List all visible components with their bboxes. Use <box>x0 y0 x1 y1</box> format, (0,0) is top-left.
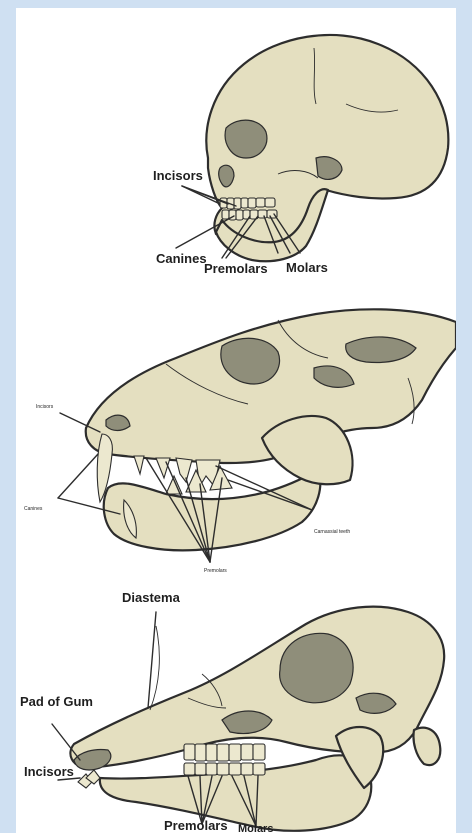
label-herbivore-incisors: Incisors <box>24 764 74 779</box>
diagram-card: Incisors Canines Premolars Molars Inciso… <box>16 8 456 833</box>
label-carnivore-premolars: Premolars <box>204 568 227 574</box>
label-human-premolars: Premolars <box>204 261 268 276</box>
carnivore-nasal-shadow <box>106 415 130 430</box>
label-herbivore-pad-of-gum: Pad of Gum <box>20 694 93 709</box>
herbivore-lower-incisors <box>78 770 100 788</box>
carnivore-skull-diagram <box>16 283 456 568</box>
human-skull-diagram <box>16 8 456 278</box>
herbivore-upper-teeth <box>184 744 265 761</box>
label-herbivore-premolars: Premolars <box>164 818 228 833</box>
herbivore-eye-socket <box>280 633 353 702</box>
label-herbivore-molars: Molars <box>238 823 273 833</box>
label-human-incisors: Incisors <box>153 168 203 183</box>
human-eye-socket <box>225 120 267 158</box>
carnivore-jaw-ramus <box>262 416 353 484</box>
label-human-canines: Canines <box>156 251 207 266</box>
herbivore-lower-teeth <box>184 763 265 775</box>
label-human-molars: Molars <box>286 260 328 275</box>
herbivore-ear-process <box>413 728 440 765</box>
label-carnivore-incisors: Incisors <box>36 404 53 410</box>
label-herbivore-diastema: Diastema <box>122 590 180 605</box>
label-carnivore-canines: Canines <box>24 506 42 512</box>
label-carnivore-carnassial: Carnassial teeth <box>314 528 354 536</box>
herbivore-skull-diagram <box>16 586 456 833</box>
